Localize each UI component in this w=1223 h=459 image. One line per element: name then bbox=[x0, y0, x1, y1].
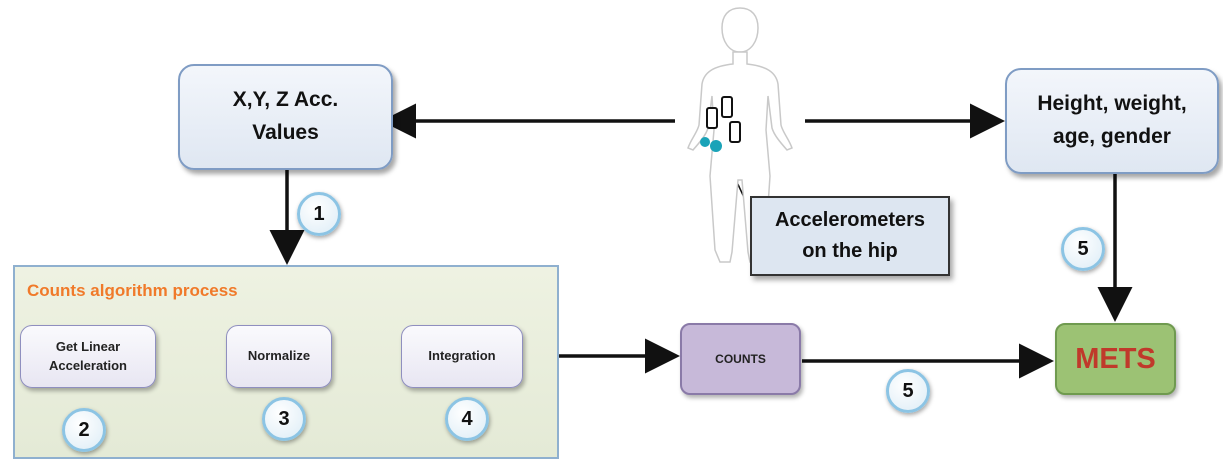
step-normalize: Normalize bbox=[226, 325, 332, 388]
step-get-linear-acceleration: Get Linear Acceleration bbox=[20, 325, 156, 388]
acc-values-line2: Values bbox=[252, 121, 319, 144]
step3-label: Integration bbox=[428, 348, 496, 364]
step1-line2: Acceleration bbox=[48, 357, 128, 373]
demographics-box: Height, weight, age, gender bbox=[1005, 68, 1219, 174]
accelerometer-line2: on the hip bbox=[802, 240, 898, 262]
mets-label: METS bbox=[1075, 342, 1156, 375]
step2-label: Normalize bbox=[247, 348, 311, 364]
step-number-4: 4 bbox=[445, 397, 489, 441]
acc-values-box: X,Y, Z Acc. Values bbox=[178, 64, 393, 170]
accelerometer-callout: Accelerometers on the hip bbox=[750, 196, 950, 276]
step-number-1: 1 bbox=[297, 192, 341, 236]
step1-line1: Get Linear bbox=[55, 338, 121, 354]
step-number-5-right: 5 bbox=[1061, 227, 1105, 271]
demographics-line1: Height, weight, bbox=[1037, 92, 1187, 116]
counts-box: COUNTS bbox=[680, 323, 801, 395]
mets-box: METS bbox=[1055, 323, 1176, 395]
step-number-3: 3 bbox=[262, 397, 306, 441]
process-title: Counts algorithm process bbox=[27, 281, 238, 300]
acc-values-line1: X,Y, Z Acc. bbox=[232, 88, 339, 112]
step-number-2: 2 bbox=[62, 408, 106, 452]
counts-label: COUNTS bbox=[715, 352, 766, 366]
sensor-dot-icon bbox=[710, 140, 722, 152]
accelerometer-line1: Accelerometers bbox=[774, 209, 926, 231]
step-integration: Integration bbox=[401, 325, 523, 388]
step-number-5-bottom: 5 bbox=[886, 369, 930, 413]
sensor-dot-icon bbox=[700, 137, 710, 147]
demographics-line2: age, gender bbox=[1053, 125, 1171, 148]
hip-sensor-devices-icon bbox=[706, 96, 741, 143]
